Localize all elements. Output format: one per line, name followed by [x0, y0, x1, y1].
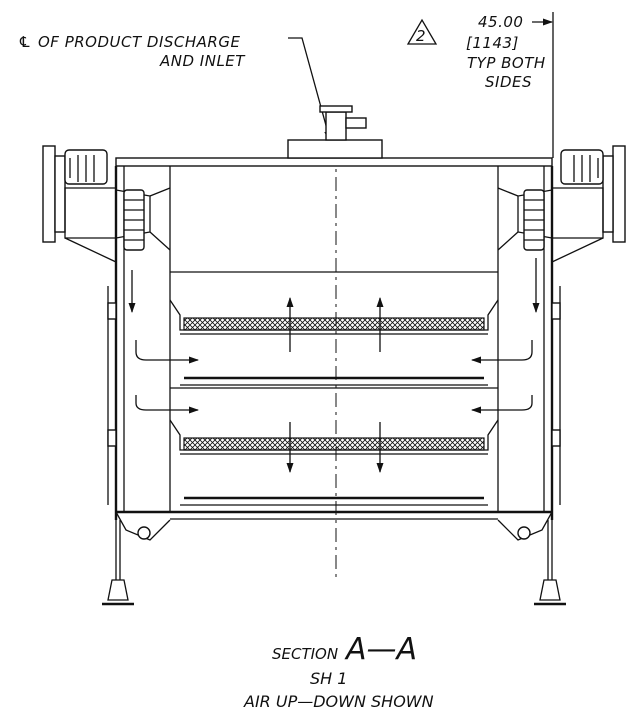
airflow-arrows — [128, 258, 540, 473]
section-prefix: SECTION — [272, 645, 338, 663]
dryer-frame — [107, 166, 561, 541]
internal-rails — [170, 271, 498, 506]
dimension-note-line2: SIDES — [485, 73, 532, 91]
centerline-leader — [288, 37, 331, 141]
centerline-label-line2: AND INLET — [159, 52, 246, 70]
centerline-callout: ℄ OF PRODUCT DISCHARGE AND INLET — [18, 33, 331, 141]
dimension-value: 45.00 — [478, 13, 523, 31]
left-motor-flange — [42, 145, 56, 243]
inlet-valve — [325, 111, 347, 141]
right-leg — [534, 520, 566, 606]
valve-cap — [319, 105, 353, 113]
dimension-callout: 2 45.00 [1143] TYP BOTH SIDES — [406, 12, 554, 158]
centerline-symbol: ℄ — [18, 33, 32, 51]
section-name: A—A — [344, 632, 417, 667]
dimension-note-line1: TYP BOTH — [467, 54, 546, 72]
left-leg — [102, 520, 134, 606]
inlet-flange — [287, 139, 383, 159]
left-fan-assembly — [42, 145, 171, 263]
right-motor-flange — [612, 145, 626, 243]
right-fan-assembly — [497, 145, 626, 263]
lower-screen — [169, 419, 499, 455]
upper-screen — [169, 299, 499, 335]
section-title-block: SECTION A—A SH 1 AIR UP—DOWN SHOWN — [243, 632, 434, 711]
revision-triangle — [406, 18, 438, 45]
top-assembly — [115, 105, 553, 167]
valve-actuator — [345, 117, 367, 129]
dimension-metric: [1143] — [466, 34, 519, 52]
view-note: AIR UP—DOWN SHOWN — [243, 692, 434, 711]
top-plate — [115, 157, 553, 167]
sheet-reference: SH 1 — [310, 669, 347, 688]
centerline-label-line1: OF PRODUCT DISCHARGE — [38, 33, 240, 51]
revision-number: 2 — [416, 27, 426, 45]
